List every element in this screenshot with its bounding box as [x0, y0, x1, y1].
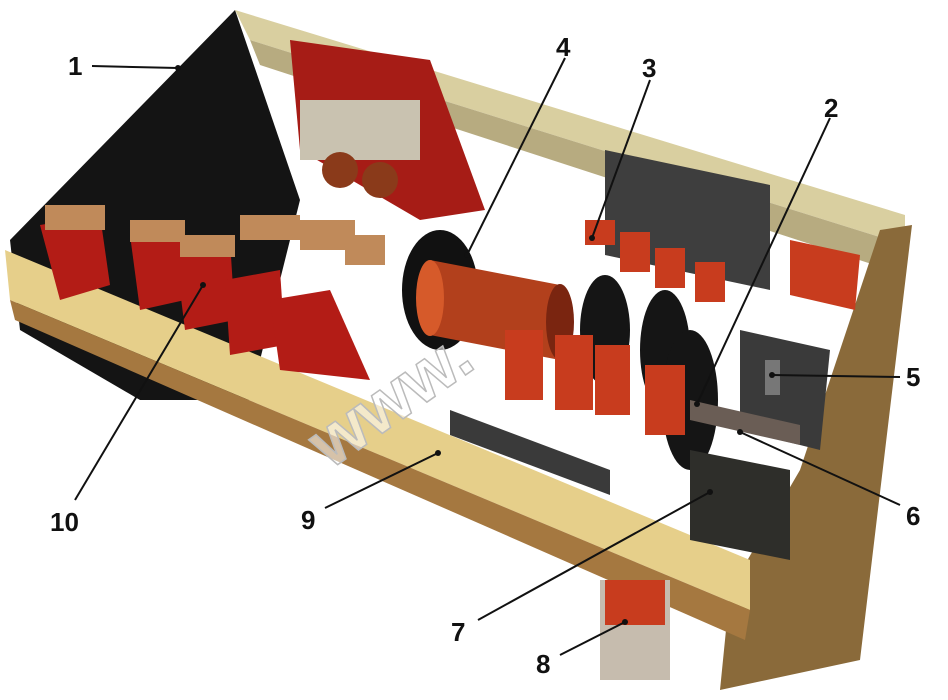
callout-8: 8	[536, 649, 550, 679]
leader-lines	[74, 57, 901, 656]
callout-6: 6	[906, 501, 920, 531]
front-rail	[5, 250, 750, 610]
right-end-frame	[720, 225, 912, 690]
bracket	[690, 240, 860, 560]
callout-9: 9	[301, 505, 315, 535]
callout-10: 10	[50, 507, 79, 537]
callout-7: 7	[451, 617, 465, 647]
callout-4: 4	[556, 32, 571, 62]
callout-3: 3	[642, 53, 656, 83]
coil	[402, 230, 574, 360]
aux-contacts-upper	[585, 150, 770, 302]
bottom-relay	[600, 580, 670, 680]
aux-contacts-lower	[505, 330, 685, 435]
callout-5: 5	[906, 362, 920, 392]
callout-2: 2	[824, 93, 838, 123]
upper-contacts	[290, 40, 485, 220]
callout-1: 1	[68, 51, 82, 81]
